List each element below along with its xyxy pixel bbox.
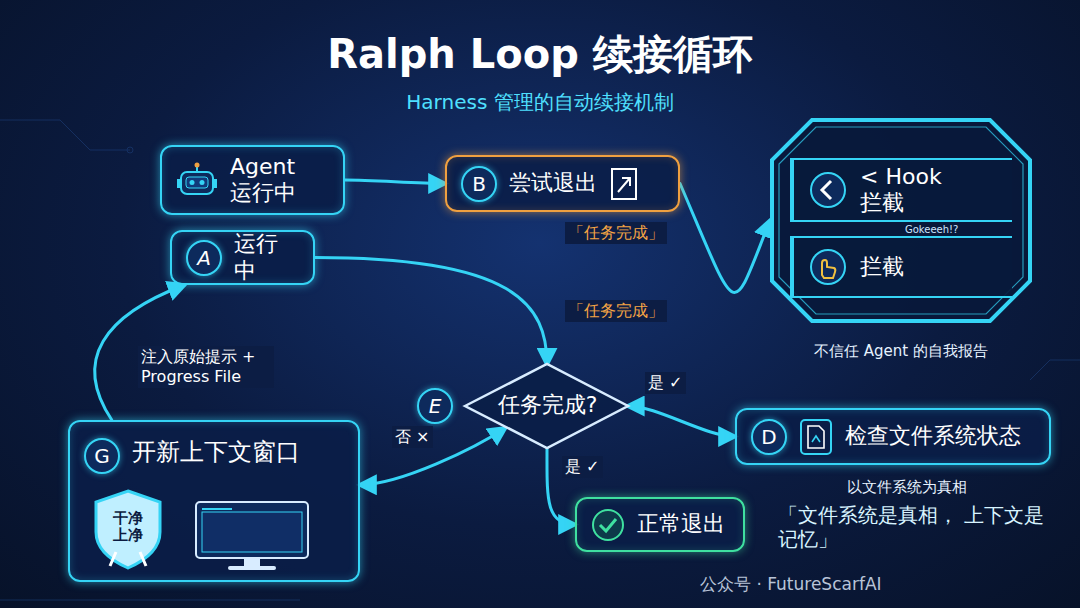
node-text: 开新上下文窗口: [132, 438, 300, 467]
callout-letter: B: [461, 166, 497, 202]
node-text: 不信任 Agent 的自我报告: [760, 342, 1042, 360]
diagram-caption: Harness 管理的自动续接机制: [0, 90, 1080, 114]
process-box: A 运行中: [170, 230, 315, 285]
decision-diamond: E 任务完成?: [415, 362, 630, 450]
node-text: 运行中: [234, 231, 299, 284]
check-icon: [591, 508, 625, 542]
clean-badge: 干净 上净: [92, 488, 164, 572]
monitor-icon: [192, 500, 312, 572]
callout-letter: A: [186, 240, 222, 276]
process-box: Agent 运行中: [160, 145, 345, 215]
node-text: 以文件系统为真相: [847, 478, 1047, 496]
garbled-note: Gokeeeh!?: [905, 224, 958, 236]
node-text: 正常退出: [637, 511, 725, 537]
node-text: 检查文件系统状态: [845, 423, 1021, 449]
flow-arrow: [360, 428, 505, 485]
process-box: D检查文件系统状态以文件系统为真相: [735, 408, 1051, 465]
node-text: Agent 运行中: [230, 154, 310, 207]
edge-label: 是 ✓: [562, 456, 603, 478]
flow-arrow: [680, 184, 770, 293]
flow-arrow: [628, 406, 735, 437]
chev-icon: [808, 170, 848, 210]
diagram-title: Ralph Loop 续接循环: [0, 30, 1080, 78]
edge-label: 是 ✓: [645, 372, 686, 394]
callout-letter: G: [84, 438, 120, 474]
hook-panel: < Hook 拦截: [790, 158, 1012, 222]
edge-label: 「任务完成」: [565, 222, 667, 244]
flow-arrow: [345, 180, 445, 184]
callout-letter: E: [417, 388, 453, 424]
hook-panel: 拦截: [790, 236, 1012, 298]
hook-octagon: 不信任 Agent 的自我报告< Hook 拦截拦截: [770, 118, 1032, 323]
exit-box: B 尝试退出: [445, 155, 680, 212]
node-text: 干净 上净: [106, 510, 150, 543]
robot-icon: [176, 160, 218, 200]
watermark: 公众号 · FutureScarfAI: [700, 574, 882, 594]
end-box: 正常退出: [575, 497, 745, 552]
edge-label: 否 ×: [392, 426, 433, 448]
node-text: < Hook 拦截: [860, 164, 960, 217]
flow-arrow: [315, 258, 547, 365]
edge-label: 注入原始提示 + Progress File: [138, 346, 274, 388]
quote-note: 「文件系统是真相， 上下文是记忆」: [778, 503, 1048, 551]
node-text: 任务完成?: [470, 392, 625, 418]
node-text: 尝试退出: [509, 170, 597, 196]
process-box: G 开新上下文窗口干净 上净: [68, 420, 360, 582]
exit-icon: [609, 166, 641, 202]
doc-icon: [799, 418, 833, 456]
node-text: 拦截: [860, 254, 904, 280]
hand-icon: [808, 247, 848, 287]
edge-label: 「任务完成」: [565, 300, 667, 322]
callout-letter: D: [751, 419, 787, 455]
